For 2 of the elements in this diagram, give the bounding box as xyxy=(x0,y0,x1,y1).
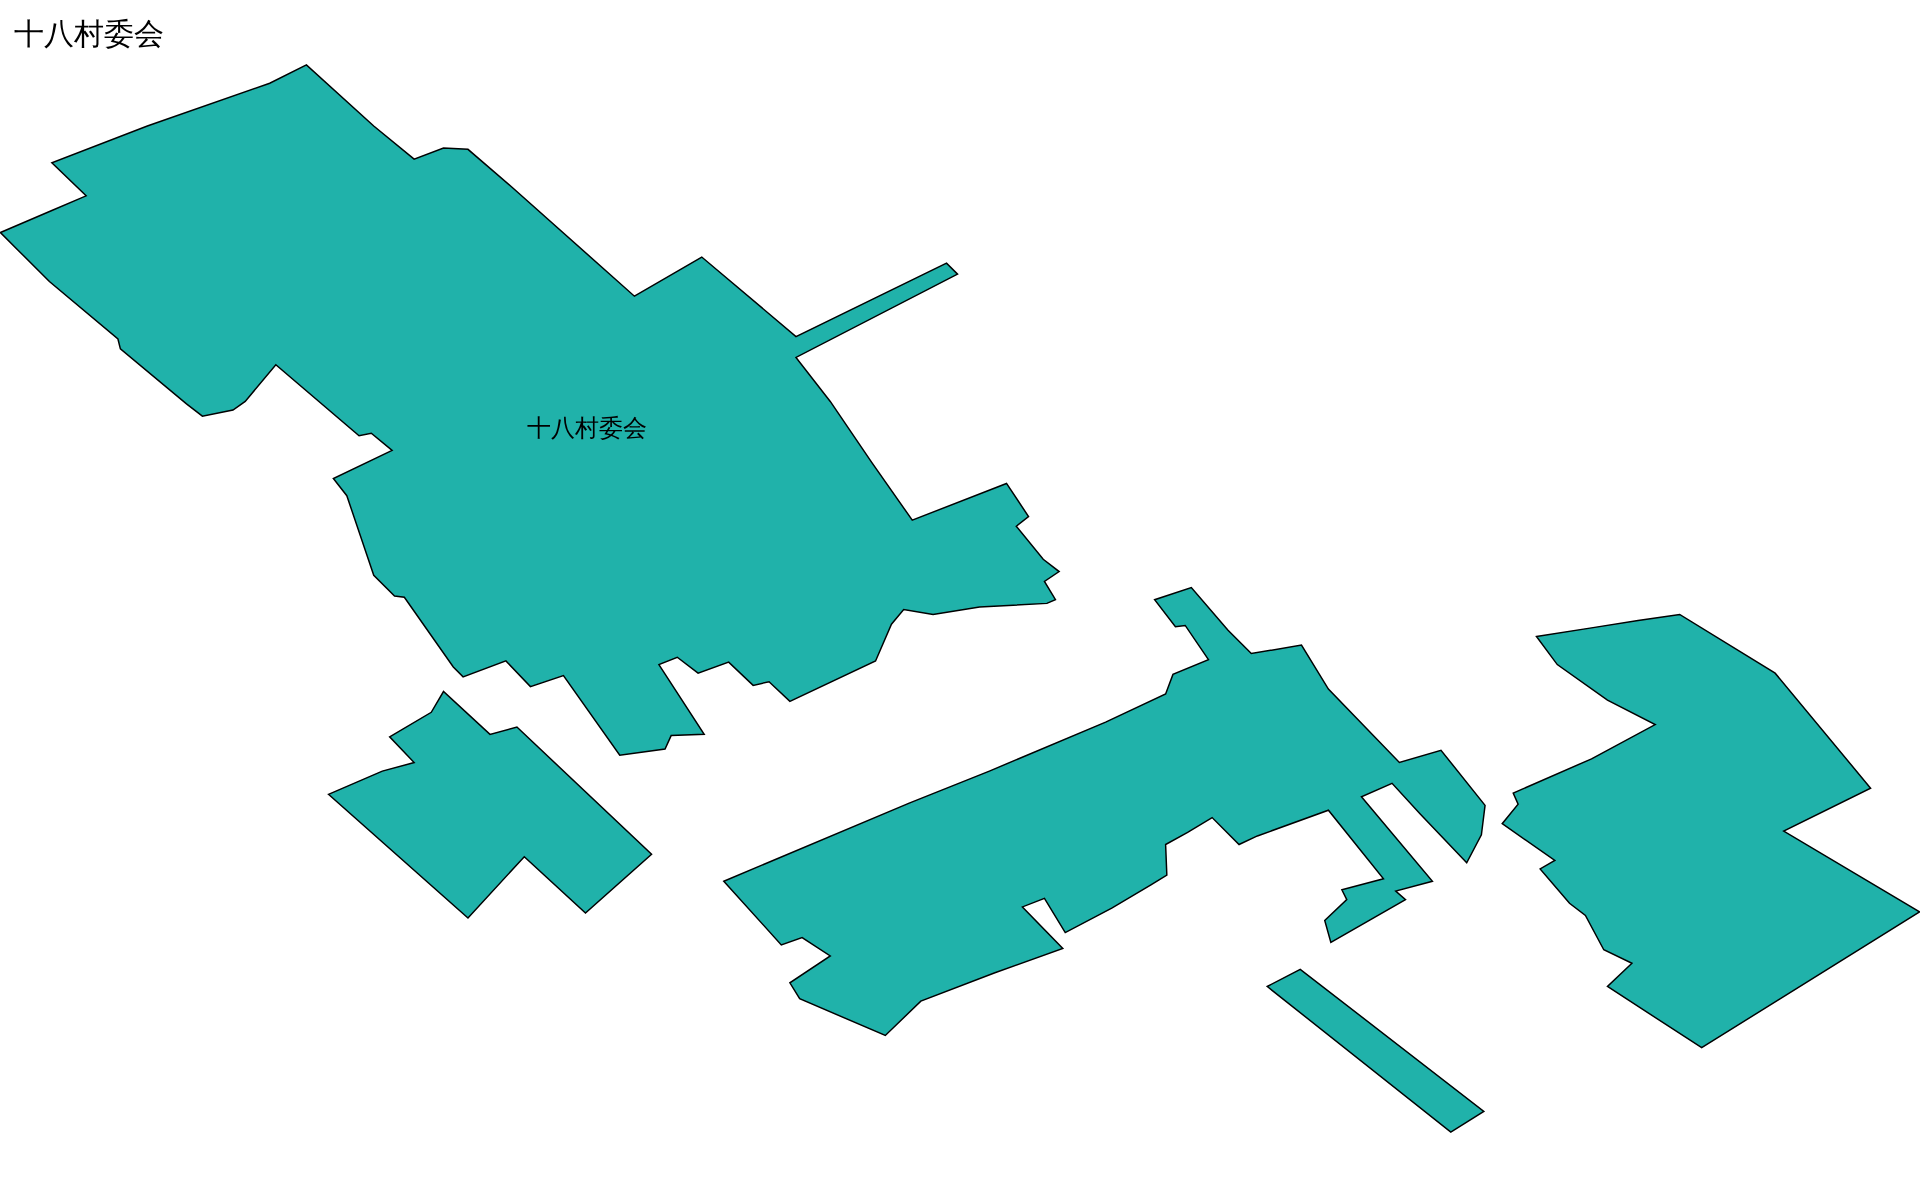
area-label: 十八村委会 xyxy=(527,413,647,444)
map-title: 十八村委会 xyxy=(14,15,164,53)
